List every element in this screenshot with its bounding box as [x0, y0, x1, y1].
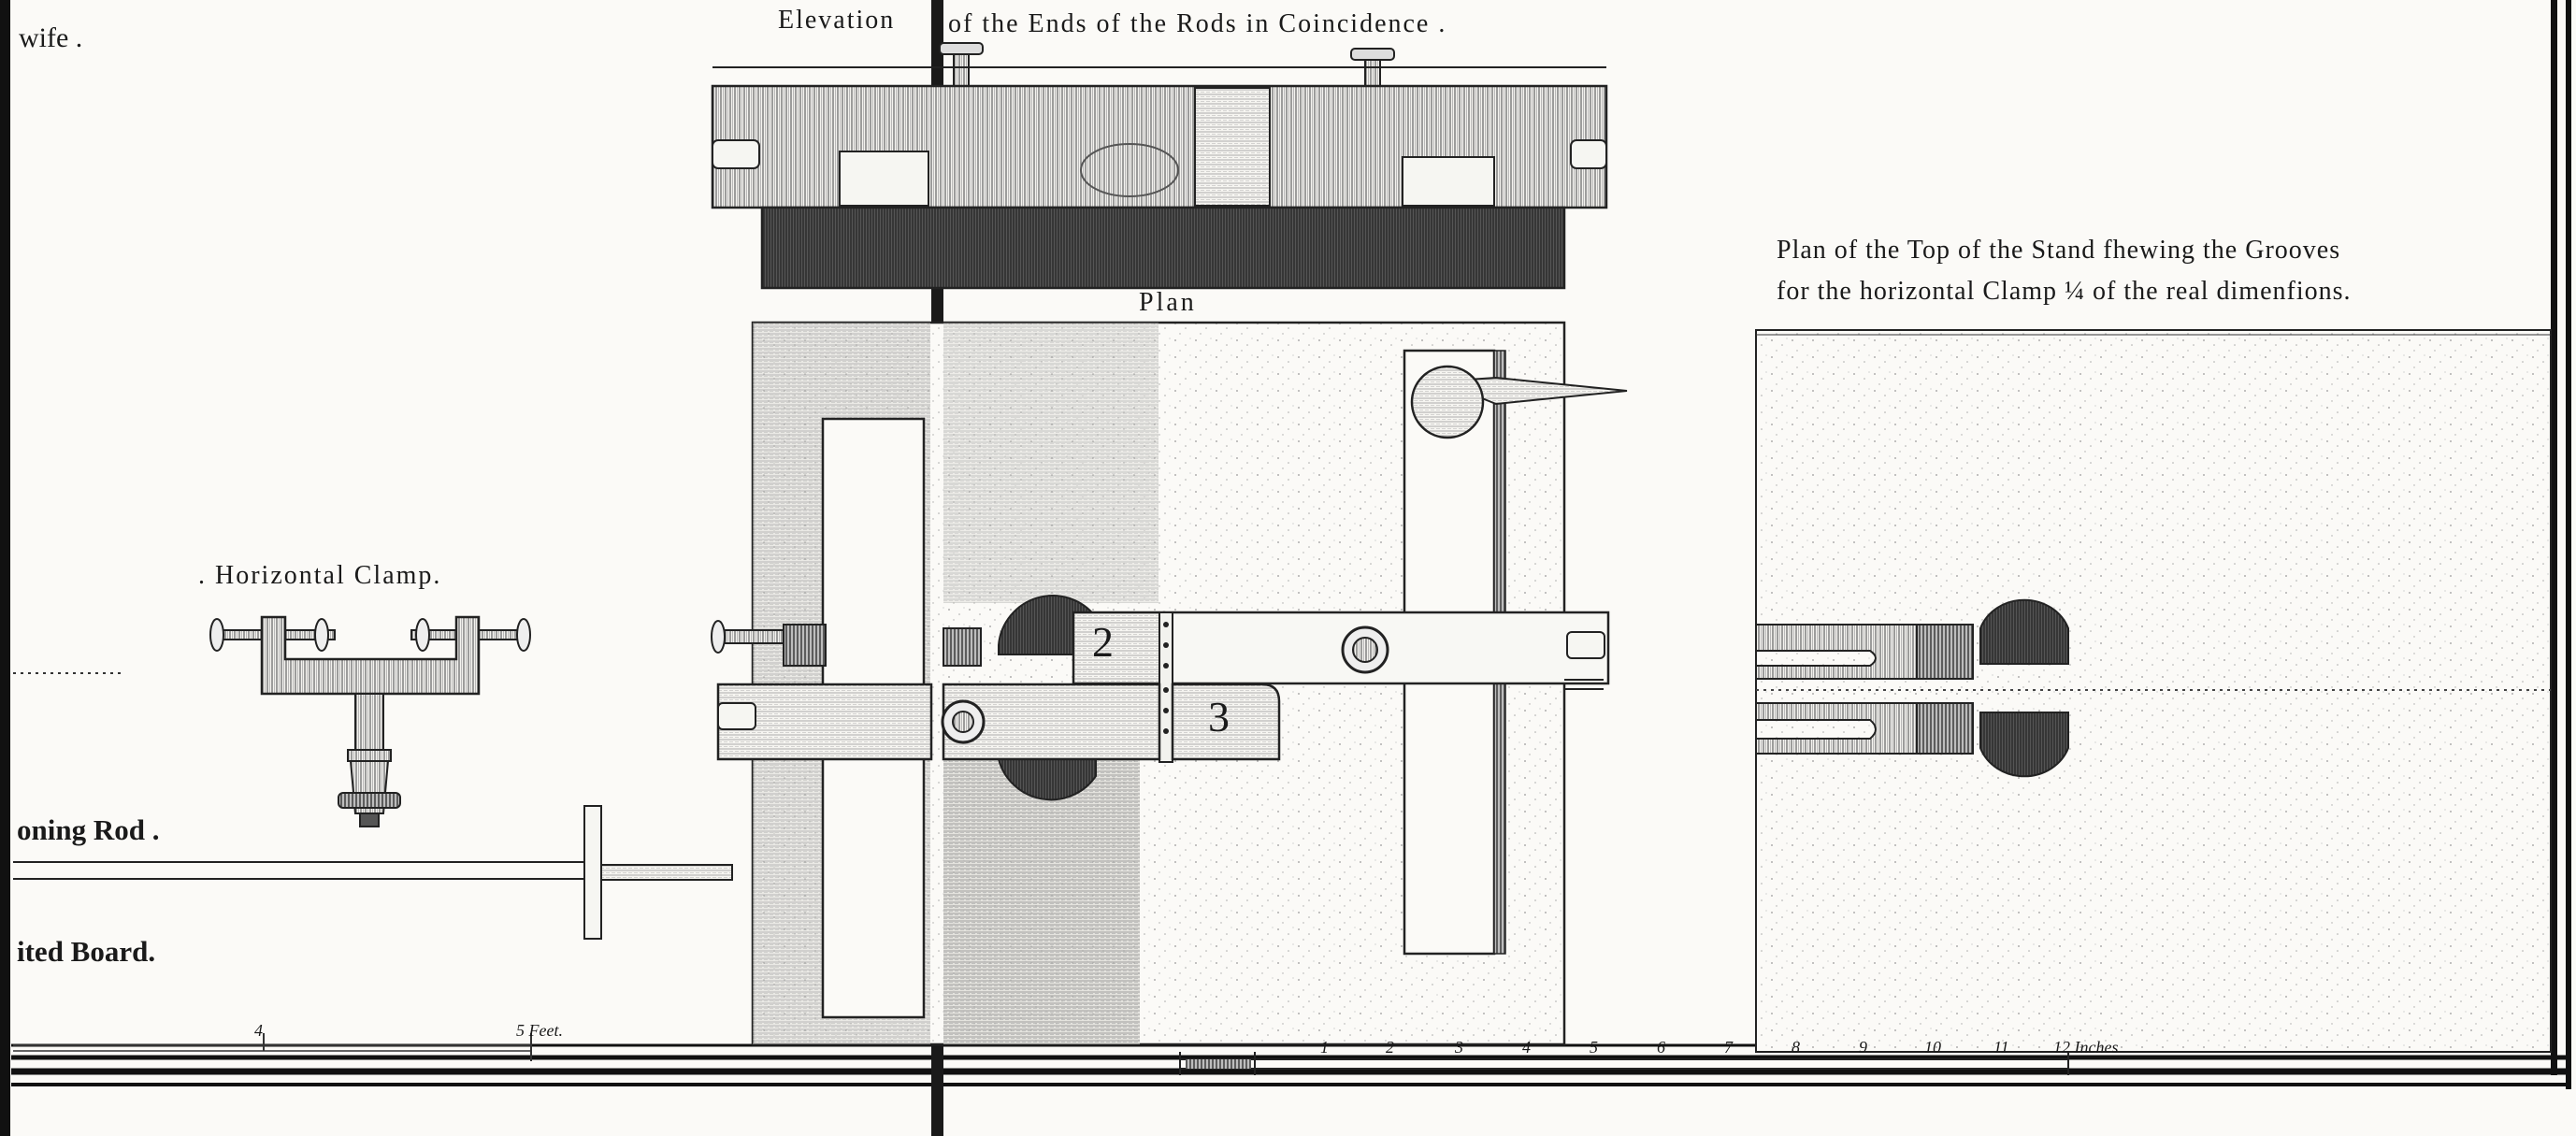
left-scale-tick-4: 4 [254, 1021, 263, 1040]
right-scale-tick-7: 7 [1724, 1038, 1733, 1057]
right-border-inner [2551, 0, 2557, 1075]
left-scale [13, 1033, 532, 1061]
right-border-outer [2566, 0, 2571, 1089]
right-scale-tick-8: 8 [1792, 1038, 1800, 1057]
elevation-title-part-a: Elevation [778, 6, 896, 35]
elevation-title-part-b: of the Ends of the Rods in Coincidence . [948, 9, 1447, 38]
plan-drawing [711, 321, 1628, 1046]
elevation-drawing [711, 42, 1608, 290]
right-scale-tick-11: 11 [1993, 1038, 2009, 1057]
right-scale-tick-9: 9 [1859, 1038, 1867, 1057]
right-scale-tick-6: 6 [1657, 1038, 1665, 1057]
right-scale-tick-5: 5 [1590, 1038, 1598, 1057]
rod-drawing [13, 805, 733, 940]
right-scale-tick-3: 3 [1455, 1038, 1463, 1057]
right-scale-tick-1: 1 [1320, 1038, 1329, 1057]
stand-top-plan [1755, 329, 2552, 1053]
piece-3-label: 3 [1208, 693, 1230, 741]
left-fragment-label: wife . [19, 22, 83, 53]
right-scale [1179, 1052, 2069, 1075]
right-scale-tick-2: 2 [1386, 1038, 1394, 1057]
right-scale-tick-10: 10 [1924, 1038, 1941, 1057]
left-border [0, 0, 10, 1136]
right-scale-tick-12: 12 Inches [2053, 1038, 2119, 1057]
right-scale-tick-4: 4 [1522, 1038, 1531, 1057]
stand-plan-caption-line2: for the horizontal Clamp ¼ of the real d… [1777, 277, 2352, 306]
rod-label: oning Rod . [17, 813, 160, 846]
plan-title: Plan [1139, 288, 1197, 317]
horizontal-clamp-drawing [209, 615, 531, 827]
piece-2-label: 2 [1092, 618, 1114, 666]
stand-plan-caption-line1: Plan of the Top of the Stand fhewing the… [1777, 236, 2341, 265]
horizontal-clamp-title: . Horizontal Clamp. [198, 561, 442, 590]
left-scale-tick-5: 5 Feet. [516, 1021, 563, 1040]
board-label: ited Board. [17, 935, 156, 968]
